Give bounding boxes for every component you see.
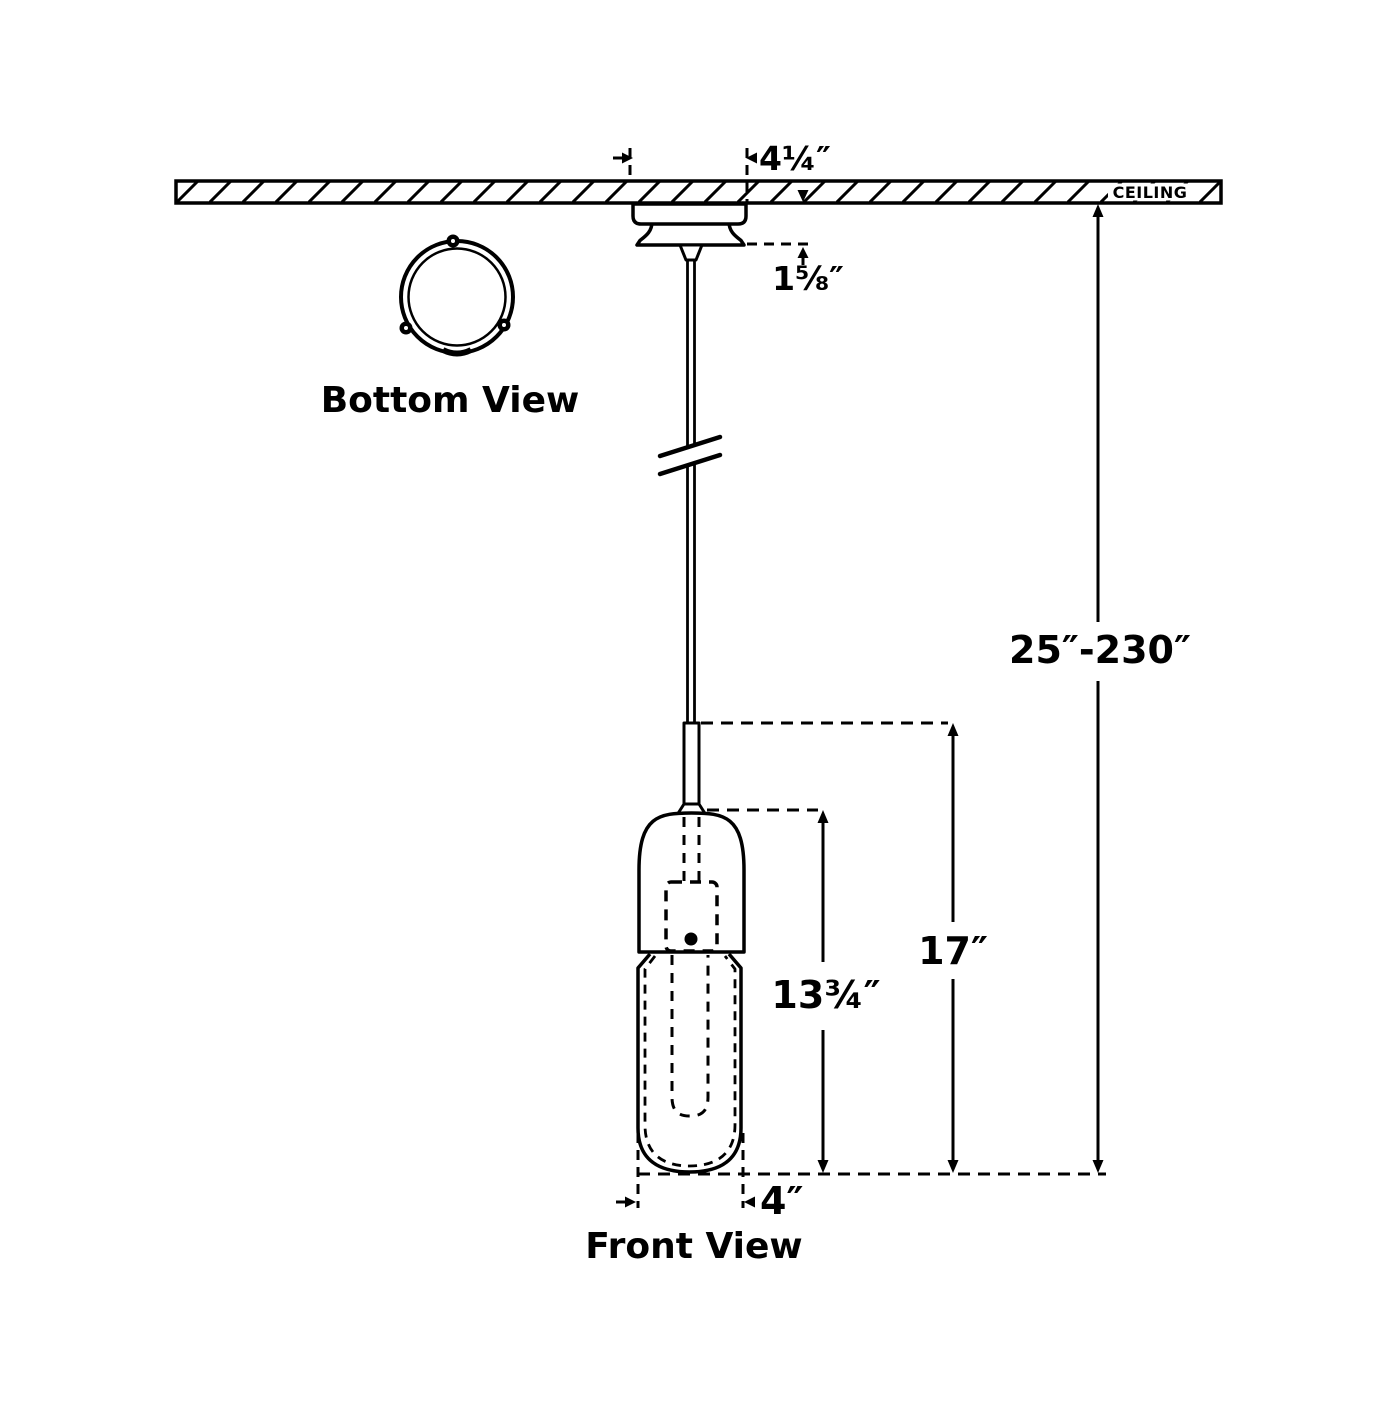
canopy-width-value: 4¼″ [759,139,831,178]
stem-break-icon [657,452,723,477]
canopy-drop-dimension: 1⅝″ [747,190,844,298]
pendant-fixture: Front View [585,721,803,1267]
bottom-view-screws [399,234,511,335]
ceiling: CEILING [174,179,1223,205]
canopy [631,202,748,262]
arrowhead-down-icon [817,1160,829,1173]
arrowhead-left-icon [744,1196,755,1208]
arrowhead-up-icon [817,810,829,823]
fixture-width-value: 4″ [760,1179,803,1223]
ceiling-label-background [1108,183,1192,201]
glass-height-dimension: 13¾″ [707,808,881,1173]
canopy-drop-value: 1⅝″ [772,259,844,298]
screw-hole [502,323,506,327]
arrowhead-up-icon [947,723,959,736]
glass-height-value: 13¾″ [771,973,880,1017]
screw-hole [451,239,455,243]
glass-shade-outline [636,952,743,1174]
suspension-range-dimension: 25″-230″ [1009,204,1191,1173]
arrowhead-down-icon [947,1160,959,1173]
fixture-height-value: 17″ [918,929,988,973]
bottom-view-inner-ring [407,247,507,347]
ceiling-band [174,179,1223,205]
canopy-width-dimension: 4¼″ [613,139,831,203]
arrowhead-left-icon [746,152,757,164]
ceiling-label: CEILING [1113,183,1188,202]
fixture-height-dimension: 17″ [701,721,988,1173]
stem [657,260,723,723]
socket-set-screw [684,932,698,946]
bottom-view-notch [441,347,473,357]
arrowhead-down-icon [1092,1160,1104,1173]
arrowhead-up-icon [797,247,809,258]
hidden-socket-box [664,880,719,953]
fixture-width-dimension: 4″ [616,1133,803,1223]
canopy-stem-holder [678,243,704,262]
arrowhead-up-icon [1092,204,1104,217]
suspension-range-value: 25″-230″ [1009,628,1191,672]
bottom-view-label: Bottom View [321,380,580,421]
hidden-bulb-tube [670,955,710,1118]
front-view-label: Front View [585,1226,802,1267]
arrowhead-right-icon [622,152,633,164]
bottom-view: Bottom View [321,234,580,421]
screw-hole [404,326,408,330]
arrowhead-down-icon [797,190,809,202]
canopy-bell [635,220,746,247]
stem-break-icon [657,434,723,459]
canopy-plate [631,202,748,226]
stem-break-mask [661,436,719,473]
bottom-view-outer-ring [399,239,515,355]
glass-shade-inner-line [643,955,737,1168]
fixture-connector-tube [682,721,701,807]
arrowhead-right-icon [625,1196,636,1208]
